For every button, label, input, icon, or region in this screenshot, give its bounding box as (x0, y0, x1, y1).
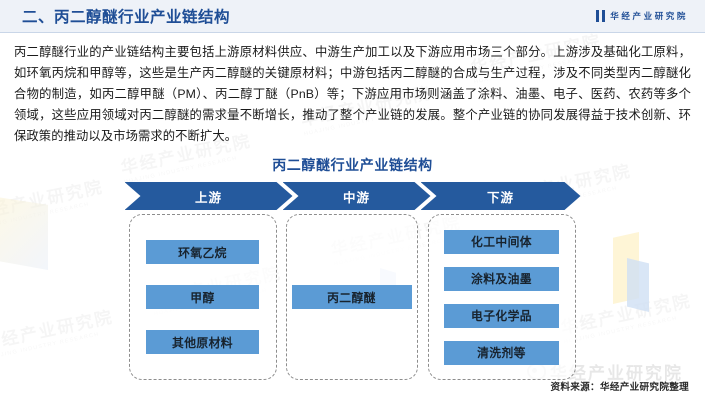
node-item: 其他原材料 (146, 330, 259, 354)
value-chain-diagram: 上游 中游 下游 环氧乙烷 甲醇 其他原材料 丙二醇醚 化工中间体 涂料及油墨 … (123, 182, 583, 382)
stage-panels: 环氧乙烷 甲醇 其他原材料 丙二醇醚 化工中间体 涂料及油墨 电子化学品 清洗剂… (123, 214, 583, 382)
node-item: 环氧乙烷 (146, 240, 259, 264)
node-item: 清洗剂等 (444, 340, 559, 365)
node-item: 化工中间体 (444, 229, 559, 254)
stage-arrow-upstream: 上游 (125, 182, 293, 210)
node-item: 电子化学品 (444, 303, 559, 328)
panel-midstream: 丙二醇醚 (285, 214, 418, 380)
book-mark-icon (596, 10, 606, 22)
body-paragraph: 丙二醇醚行业的产业链结构主要包括上游原材料供应、中游生产加工以及下游应用市场三个… (14, 45, 691, 143)
page-title: 二、丙二醇醚行业产业链结构 (22, 9, 231, 26)
source-note: 资料来源：华经产业研究院整理 (550, 382, 689, 393)
node-item: 丙二醇醚 (291, 285, 412, 309)
brand-logo: 华经产业研究院 (596, 10, 688, 22)
panel-upstream: 环氧乙烷 甲醇 其他原材料 (128, 214, 277, 380)
stage-arrow-band: 上游 中游 下游 (123, 182, 583, 210)
panel-downstream: 化工中间体 涂料及油墨 电子化学品 清洗剂等 (427, 214, 576, 380)
value-chain-figure: 丙二醇醚行业产业链结构 上游 中游 下游 环氧乙烷 甲醇 其他原材料 丙二醇醚 … (0, 155, 705, 382)
page-header: 二、丙二醇醚行业产业链结构 华经产业研究院 (0, 0, 705, 33)
stage-arrow-midstream: 中游 (283, 182, 431, 210)
figure-title: 丙二醇醚行业产业链结构 (272, 157, 433, 173)
brand-name: 华经产业研究院 (610, 11, 688, 21)
stage-arrow-downstream: 下游 (421, 182, 581, 210)
node-item: 涂料及油墨 (444, 266, 559, 291)
node-item: 甲醇 (146, 285, 259, 309)
